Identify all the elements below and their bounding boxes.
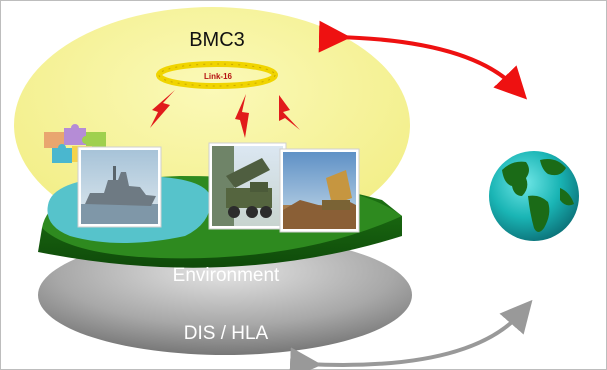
link-bolt-radar	[279, 95, 300, 130]
missile-launcher-truck-photo	[208, 142, 287, 230]
bmc3-label: BMC3	[189, 29, 245, 51]
dis-hla-earth-arrow	[289, 299, 533, 370]
link16-ring: Link-16	[156, 61, 278, 89]
bmc3-earth-arrow	[318, 20, 528, 100]
environment-label: Environment	[173, 265, 280, 286]
radar-system-photo	[279, 148, 360, 233]
link16-label: Link-16	[204, 72, 233, 81]
link-bolt-launcher	[235, 94, 249, 138]
globe-icon	[489, 151, 579, 241]
dis-hla-label: DIS / HLA	[184, 323, 269, 344]
frigate-photo	[77, 146, 162, 228]
link-bolt-ship	[150, 90, 175, 128]
